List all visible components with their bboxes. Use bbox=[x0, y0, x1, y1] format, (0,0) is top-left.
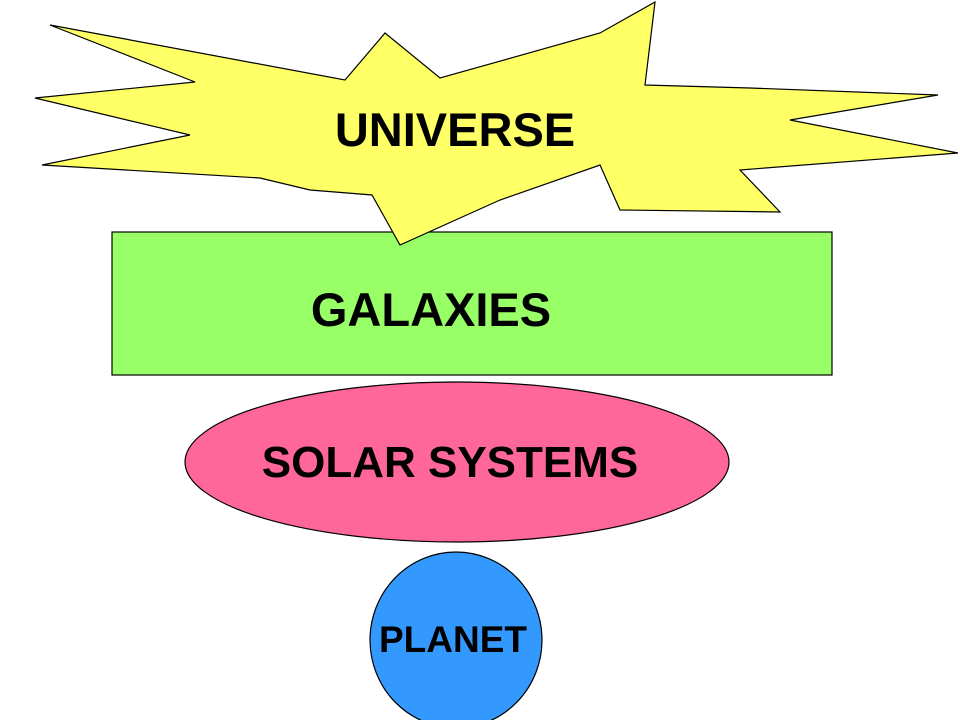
planet-label: PLANET bbox=[379, 619, 527, 660]
solar-systems-label: SOLAR SYSTEMS bbox=[262, 438, 639, 487]
galaxies-box bbox=[111, 231, 833, 376]
planet-circle bbox=[369, 551, 543, 720]
universe-starburst bbox=[34, 0, 959, 246]
galaxies-label: GALAXIES bbox=[311, 283, 551, 336]
solar-systems-ellipse bbox=[184, 381, 730, 543]
universe-label: UNIVERSE bbox=[335, 103, 575, 156]
